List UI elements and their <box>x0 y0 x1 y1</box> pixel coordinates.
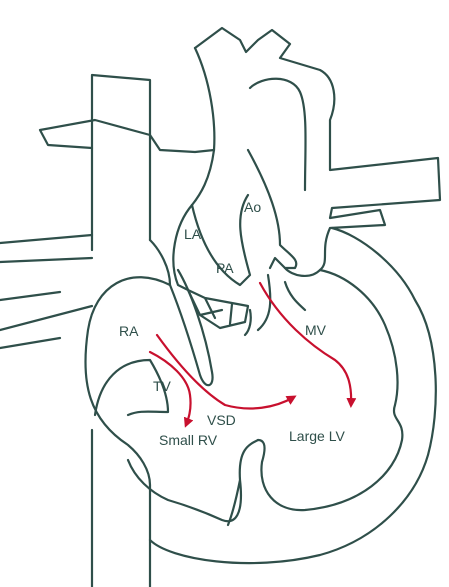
label-large-lv: Large LV <box>289 428 345 444</box>
left-atrium-top <box>40 120 214 152</box>
right-atrium-inner <box>170 270 213 385</box>
interventricular-septum <box>128 440 258 525</box>
label-right-atrium: RA <box>119 323 139 339</box>
label-small-rv: Small RV <box>159 432 218 448</box>
aorta <box>195 28 440 276</box>
heart-outline <box>0 28 440 587</box>
label-left-atrium: LA <box>184 226 202 242</box>
label-aorta: Ao <box>244 199 261 215</box>
right-atrium-wall <box>85 240 170 485</box>
label-vsd: VSD <box>207 412 236 428</box>
aorta-left-edge <box>192 48 214 205</box>
label-mitral-valve: MV <box>305 322 327 338</box>
left-ventricle-inner <box>258 270 402 510</box>
aortic-arch-inner <box>250 79 306 190</box>
flow-arrows <box>150 283 351 425</box>
flow-arrow-la-to-lv-mv <box>260 283 351 405</box>
label-tricuspid-valve: TV <box>153 378 172 394</box>
pulmonary-valve <box>188 290 248 328</box>
inferior-vena-cava <box>92 430 150 587</box>
left-pulmonary-veins <box>0 235 92 348</box>
superior-vena-cava <box>92 75 150 250</box>
left-ventricle-wall <box>150 228 436 563</box>
label-pulmonary-artery: PA <box>216 260 234 276</box>
